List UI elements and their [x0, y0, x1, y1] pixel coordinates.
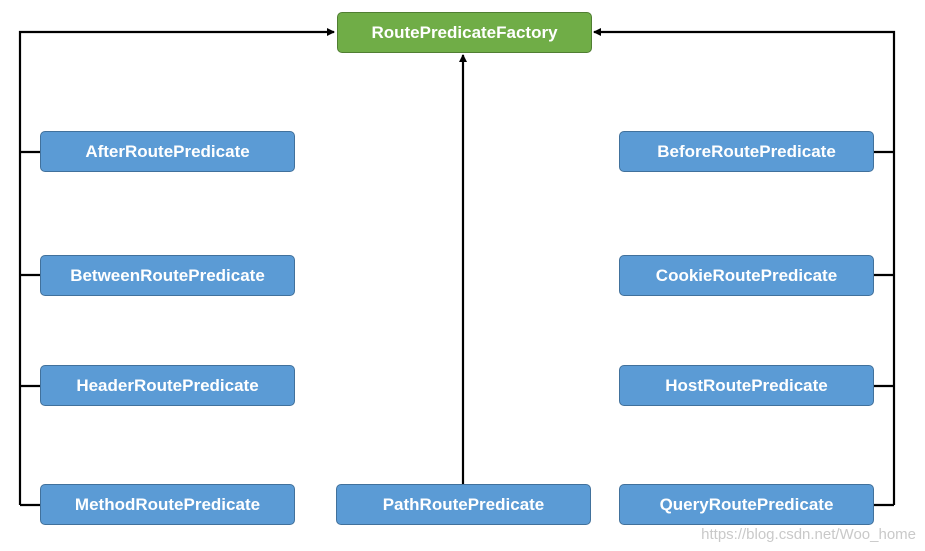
node-label: PathRoutePredicate	[382, 494, 545, 514]
node-label: CookieRoutePredicate	[655, 265, 838, 285]
between-route-predicate-node: BetweenRoutePredicate	[40, 255, 295, 296]
path-route-predicate-node: PathRoutePredicate	[336, 484, 591, 525]
right-bus-line	[593, 28, 896, 505]
node-label: HeaderRoutePredicate	[76, 375, 259, 395]
left-bus-line	[18, 28, 335, 505]
before-route-predicate-node: BeforeRoutePredicate	[619, 131, 874, 172]
watermark-text: https://blog.csdn.net/Woo_home	[701, 526, 916, 543]
node-label: AfterRoutePredicate	[85, 141, 250, 161]
host-route-predicate-node: HostRoutePredicate	[619, 365, 874, 406]
root-node: RoutePredicateFactory	[337, 12, 592, 53]
node-label: BeforeRoutePredicate	[657, 141, 836, 161]
node-label: QueryRoutePredicate	[659, 494, 834, 514]
node-label: MethodRoutePredicate	[74, 494, 261, 514]
cookie-route-predicate-node: CookieRoutePredicate	[619, 255, 874, 296]
query-route-predicate-node: QueryRoutePredicate	[619, 484, 874, 525]
root-node-label: RoutePredicateFactory	[371, 22, 558, 42]
after-route-predicate-node: AfterRoutePredicate	[40, 131, 295, 172]
header-route-predicate-node: HeaderRoutePredicate	[40, 365, 295, 406]
method-route-predicate-node: MethodRoutePredicate	[40, 484, 295, 525]
node-label: BetweenRoutePredicate	[70, 265, 265, 285]
node-label: HostRoutePredicate	[665, 375, 828, 395]
